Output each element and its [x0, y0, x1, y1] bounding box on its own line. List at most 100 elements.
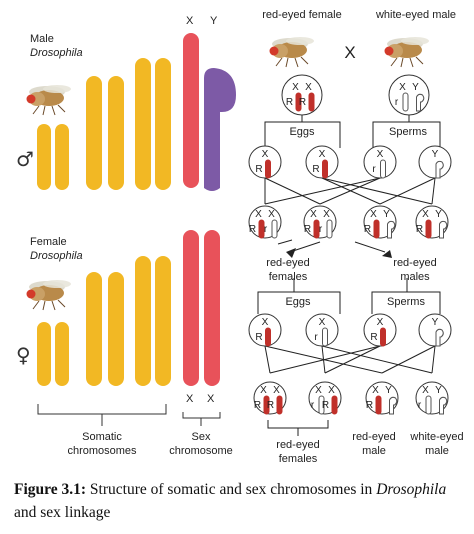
female-x-chromosome	[183, 230, 199, 386]
allele-r-recessive: r	[418, 400, 422, 411]
female-species-label: Drosophila	[30, 250, 83, 262]
allele-r-dominant: R	[255, 164, 262, 175]
allele-r-recessive: r	[319, 224, 323, 235]
genotype-circle: Xr	[363, 145, 397, 179]
sperms-label-1: Sperms	[389, 126, 427, 138]
y-label: Y	[385, 385, 392, 396]
white-allele-x-chromosome	[318, 395, 325, 415]
allele-r-recessive: r	[372, 164, 376, 175]
male-somatic-chromosome	[86, 76, 102, 190]
female-x1-label: X	[186, 393, 194, 405]
x-label: X	[273, 385, 280, 396]
f1-female-label-2: females	[269, 271, 308, 283]
sex-label-1: Sex	[192, 431, 211, 443]
x-label: X	[262, 317, 269, 328]
genotype-circle: Y	[418, 313, 452, 347]
x-label: X	[260, 385, 267, 396]
genotype-circle: XRY	[415, 205, 449, 239]
red-allele-x-chromosome	[263, 395, 270, 415]
male-species-label: Drosophila	[30, 47, 83, 59]
x-label: X	[422, 385, 429, 396]
cross-lines	[257, 113, 441, 436]
female-fly-image	[26, 279, 72, 311]
genotype-circle: XR Y	[365, 381, 399, 415]
red-allele-x-chromosome	[265, 159, 271, 179]
allele-r-dominant: R	[299, 97, 306, 108]
x-label: X	[315, 385, 322, 396]
caption-text-1: Structure of somatic and sex chromosomes…	[89, 481, 373, 498]
genotype-circle: Xr	[305, 313, 339, 347]
x-label: X	[292, 82, 299, 93]
male-somatic-chromosome	[55, 124, 69, 190]
y-label: Y	[383, 209, 390, 220]
female-somatic-chromosome	[86, 272, 102, 386]
red-allele-x-chromosome	[425, 219, 432, 239]
female-somatic-chromosome	[135, 256, 151, 386]
y-chromosome	[435, 328, 444, 347]
red-allele-x-chromosome	[322, 159, 328, 179]
sperms-label-2: Sperms	[387, 296, 425, 308]
figure-caption: Figure 3.1: Structure of somatic and sex…	[14, 478, 464, 524]
f2-female-label-1: red-eyed	[276, 439, 319, 451]
allele-r-dominant: R	[304, 224, 311, 235]
y-chromosome	[435, 160, 444, 179]
genotype-circle: XrY	[415, 381, 449, 415]
male-somatic-chromosome	[135, 58, 151, 190]
genotype-circle: XR	[363, 313, 397, 347]
parent-male-label: white-eyed male	[375, 9, 456, 21]
f1-male-label-2: males	[400, 271, 430, 283]
f2-white-male-label-2: male	[425, 445, 449, 457]
male-somatic-chromosome	[108, 76, 124, 190]
male-somatic-chromosome	[37, 124, 51, 190]
female-somatic-chromosome	[108, 272, 124, 386]
x-label: X	[370, 209, 377, 220]
male-x-chromosome	[183, 33, 199, 188]
parent-female-fly-image	[269, 36, 315, 68]
arrow-head	[382, 250, 392, 258]
x-label: X	[422, 209, 429, 220]
allele-r-dominant: R	[366, 400, 373, 411]
f2-female-label-2: females	[279, 453, 318, 465]
x-label: X	[319, 317, 326, 328]
chromosome-diagram: Male Drosophila ♂ X Y Female Drosophila …	[16, 9, 464, 465]
eggs-label-2: Eggs	[285, 296, 311, 308]
male-x-label: X	[186, 15, 194, 27]
female-label: Female	[30, 236, 67, 248]
white-allele-x-chromosome	[326, 219, 333, 239]
caption-text-2: and sex linkage	[14, 504, 111, 521]
allele-r-recessive: r	[311, 400, 315, 411]
white-allele-x-chromosome	[402, 92, 409, 112]
genotype-circle: Y	[418, 145, 452, 179]
allele-r-dominant: R	[286, 97, 293, 108]
x-label: X	[372, 385, 379, 396]
allele-r-recessive: r	[264, 224, 268, 235]
x-label: X	[377, 317, 384, 328]
y-label: Y	[435, 209, 442, 220]
white-allele-x-chromosome	[322, 327, 328, 347]
x-label: X	[255, 209, 262, 220]
x-label: X	[268, 209, 275, 220]
x-label: X	[399, 82, 406, 93]
allele-r-dominant: R	[249, 224, 256, 235]
female-somatic-chromosome	[37, 322, 51, 386]
f2-red-male-label-2: male	[362, 445, 386, 457]
y-chromosome	[387, 220, 396, 239]
y-chromosome	[439, 396, 448, 415]
y-label: Y	[432, 317, 439, 328]
x-label: X	[319, 149, 326, 160]
male-y-label: Y	[210, 15, 218, 27]
parent-female-label: red-eyed female	[262, 9, 342, 21]
red-allele-x-chromosome	[258, 219, 265, 239]
y-chromosome	[439, 220, 448, 239]
somatic-bracket	[37, 404, 167, 415]
male-y-chromosome	[204, 68, 236, 191]
cross-symbol: X	[344, 43, 355, 62]
female-x2-label: X	[207, 393, 215, 405]
allele-r-dominant: R	[364, 224, 371, 235]
y-chromosome	[389, 396, 398, 415]
male-somatic-chromosome	[155, 58, 171, 190]
y-label: Y	[412, 82, 419, 93]
